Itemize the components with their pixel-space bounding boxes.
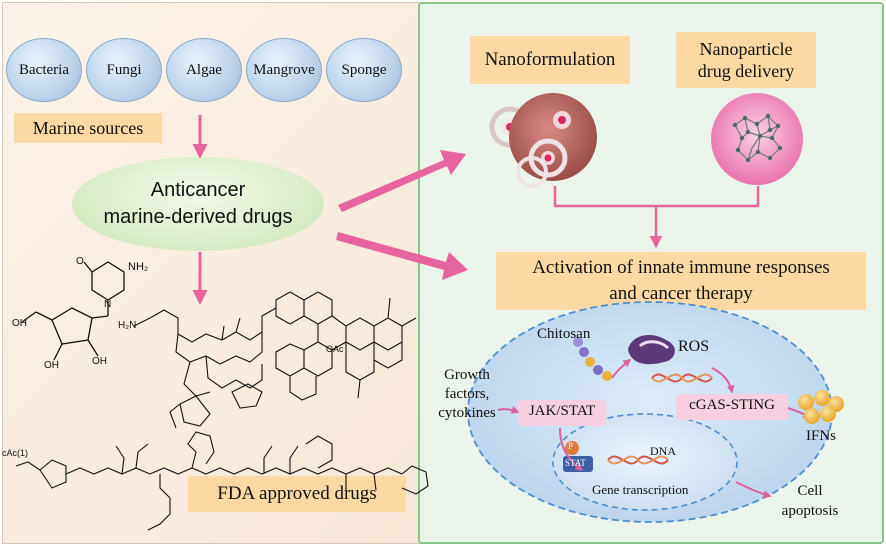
jak-stat-label: JAK/STAT	[528, 403, 596, 419]
activation-label: Activation of innate immune responses an…	[496, 252, 866, 310]
dna-helix-upper	[651, 373, 713, 383]
arrow-drugs-to-activation	[336, 232, 468, 280]
jak-stat-box	[518, 400, 606, 426]
growth-line3: cytokines	[438, 404, 496, 421]
ros-label: ROS	[678, 338, 710, 355]
ros-icon	[628, 335, 675, 365]
dna-helix-nucleus	[607, 455, 669, 465]
molecule-macrocycle	[133, 307, 277, 429]
stat-label: STAT	[565, 458, 586, 468]
source-sponge: Sponge	[326, 38, 402, 102]
cgas-sting-box	[676, 394, 788, 420]
nanoformulation-label: Nanoformulation	[470, 36, 630, 84]
nanoparticle-label: Nanoparticle drug delivery	[676, 32, 816, 88]
cgas-sting-label: cGAS-STING	[689, 397, 775, 413]
activation-line2: and cancer therapy	[609, 283, 753, 304]
mol-oh-1: OH	[12, 318, 27, 329]
nanoparticle-icon	[711, 93, 803, 185]
activation-line1: Activation of innate immune responses	[532, 257, 830, 279]
source-fungi: Fungi	[86, 38, 162, 102]
mol-nh2: NH₂	[128, 261, 149, 273]
arrow-chitosan-to-ros	[611, 359, 632, 379]
source-bacteria: Bacteria	[6, 38, 82, 102]
molecule-nucleoside	[21, 261, 125, 361]
anticancer-line2: marine-derived drugs	[103, 206, 293, 228]
anticancer-drugs-node: Anticancer marine-derived drugs	[72, 157, 324, 251]
growth-factors-label: Growth factors, cytokines	[436, 366, 498, 422]
arrow-gene-to-apoptosis	[735, 481, 772, 499]
apoptosis-line2: apoptosis	[781, 502, 839, 519]
fda-approved-label: FDA approved drugs	[188, 476, 406, 512]
arrow-growth-to-jak	[497, 406, 520, 414]
arrow-ros-to-cgas	[711, 367, 735, 394]
molecule-peptide	[15, 431, 429, 531]
mol-oh-3: OH	[92, 356, 107, 367]
source-mangrove: Mangrove	[246, 38, 322, 102]
mol-sac: cAc(1)	[2, 448, 29, 458]
mol-oh-2: OH	[44, 360, 59, 371]
chitosan-label: Chitosan	[537, 326, 591, 342]
source-algae: Algae	[166, 38, 242, 102]
arrow-jak-to-gene	[559, 427, 584, 471]
mol-h2n: H₂N	[118, 320, 137, 331]
cell-apoptosis-label: Cell apoptosis	[780, 482, 840, 521]
gene-transcription-label: Gene transcription	[592, 482, 689, 497]
apoptosis-line1: Cell	[797, 483, 823, 499]
p-label: P	[568, 441, 574, 451]
nanoparticle-line2: drug delivery	[697, 61, 795, 81]
ifns-label: IFNs	[806, 428, 837, 444]
molecule-alkaloid	[275, 291, 417, 401]
arrow-drugs-to-nano	[338, 150, 466, 212]
ifns-icon	[798, 390, 844, 424]
growth-line1: Growth	[444, 367, 490, 383]
chitosan-icon	[573, 337, 612, 381]
anticancer-line1: Anticancer	[150, 179, 246, 201]
marine-sources-label: Marine sources	[14, 113, 162, 143]
nano-bracket	[553, 186, 760, 249]
growth-line2: factors,	[444, 385, 490, 402]
mol-n: N	[104, 299, 112, 310]
dna-label: DNA	[650, 444, 676, 458]
nanoformulation-icon	[489, 93, 597, 188]
nanoparticle-line1: Nanoparticle	[699, 38, 793, 59]
mol-o: O	[76, 256, 84, 267]
mol-oac: OAc	[326, 344, 344, 354]
